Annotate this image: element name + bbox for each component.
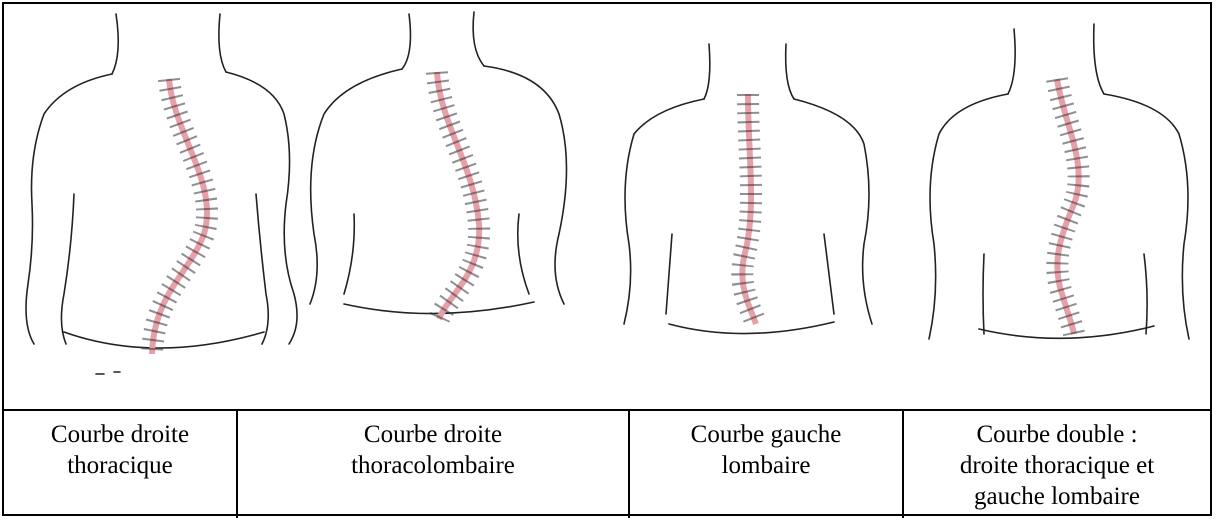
caption-thoracique-droite: Courbe droite thoracique (4, 411, 238, 518)
caption-line: Courbe droite (238, 419, 628, 450)
spine-thoracolombaire-droite (437, 72, 479, 319)
caption-line: droite thoracique et (904, 450, 1210, 481)
spine-double (1057, 79, 1079, 334)
caption-line: thoracique (4, 450, 236, 481)
scoliosis-illustrations (4, 4, 1210, 409)
figure-thoracolombaire-droite (310, 12, 567, 314)
spine-thoracique-droite (152, 79, 207, 354)
spine-lombaire-gauche (742, 94, 756, 324)
caption-line: Courbe double : (904, 419, 1210, 450)
illustration-row (4, 4, 1210, 411)
caption-thoracolombaire-droite: Courbe droite thoracolombaire (238, 411, 630, 518)
figure-thoracique-droite (26, 14, 297, 374)
caption-line: Courbe gauche (630, 419, 902, 450)
caption-line: gauche lombaire (904, 481, 1210, 512)
caption-row: Courbe droite thoracique Courbe droite t… (4, 411, 1210, 518)
caption-line: Courbe droite (4, 419, 236, 450)
caption-line: thoracolombaire (238, 450, 628, 481)
caption-lombaire-gauche: Courbe gauche lombaire (630, 411, 904, 518)
caption-double: Courbe double : droite thoracique et gau… (904, 411, 1210, 518)
caption-line: lombaire (630, 450, 902, 481)
